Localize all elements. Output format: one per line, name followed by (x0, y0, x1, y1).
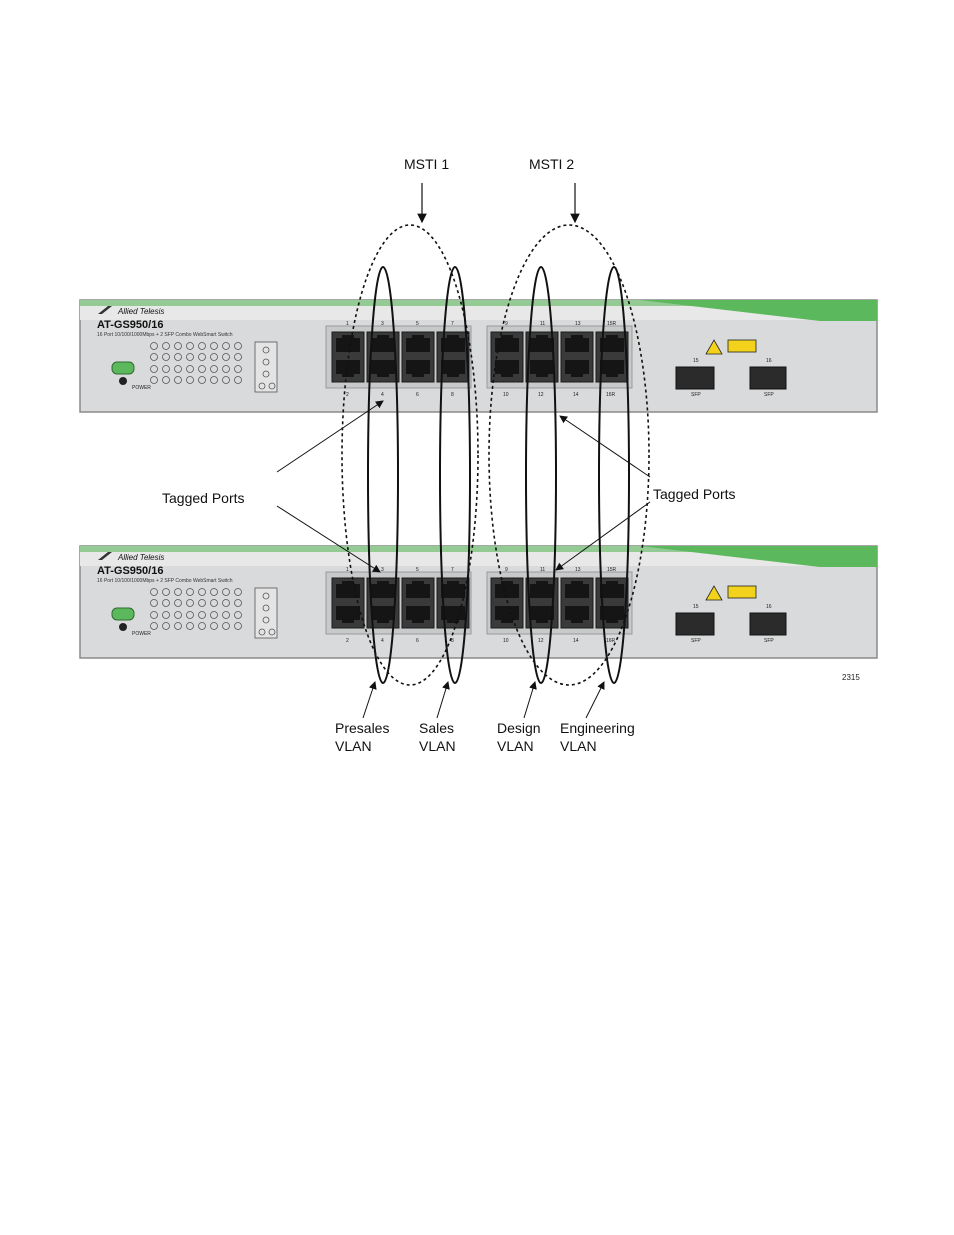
port-number: 16R (606, 392, 616, 398)
port-number: 12 (538, 392, 544, 398)
design-vlan-loop (525, 266, 557, 684)
laser-warning-icon (705, 339, 723, 355)
led-panel (150, 341, 278, 393)
switch-top: Allied Telesis AT-GS950/16 16 Port 10/10… (79, 299, 878, 413)
design-vlan-name: Design (497, 720, 541, 736)
sfp-label: SFP (764, 638, 774, 644)
port-number: 3 (381, 321, 384, 327)
port-number: 4 (381, 638, 384, 644)
port-number: 16R (606, 638, 616, 644)
engineering-vlan-name: Engineering (560, 720, 635, 736)
port-number: 10 (503, 392, 509, 398)
model-name: AT-GS950/16 (97, 565, 163, 577)
led-panel (150, 587, 278, 639)
port-number: 8 (451, 392, 454, 398)
port-number: 15R (607, 567, 617, 573)
port-number: 9 (505, 567, 508, 573)
sfp-number: 16 (766, 358, 772, 364)
port-number: 14 (573, 638, 579, 644)
port-number: 12 (538, 638, 544, 644)
sales-vlan-arrow (436, 681, 450, 719)
sales-vlan-suffix: VLAN (419, 738, 456, 754)
laser-class-label (727, 339, 757, 353)
sfp-label: SFP (764, 392, 774, 398)
sfp-label: SFP (691, 638, 701, 644)
port-number: 2 (346, 392, 349, 398)
design-vlan-suffix: VLAN (497, 738, 534, 754)
sfp-number: 16 (766, 604, 772, 610)
presales-vlan-loop (367, 266, 399, 684)
power-label: POWER (132, 385, 151, 391)
laser-class-label (727, 585, 757, 599)
power-button[interactable] (119, 377, 127, 385)
port-number: 6 (416, 392, 419, 398)
power-label: POWER (132, 631, 151, 637)
msti-1-ellipse (341, 224, 479, 686)
model-subtitle: 16 Port 10/100/1000Mbps + 2 SFP Combo We… (97, 332, 233, 338)
presales-vlan-arrow (362, 681, 377, 719)
port-number: 8 (451, 638, 454, 644)
brand-logo-text: Allied Telesis (117, 307, 164, 316)
sfp-number: 15 (693, 358, 699, 364)
port-number: 7 (451, 567, 454, 573)
port-number: 5 (416, 321, 419, 327)
port-number: 9 (505, 321, 508, 327)
port-number: 14 (573, 392, 579, 398)
presales-vlan-name: Presales (335, 720, 389, 736)
model-subtitle: 16 Port 10/100/1000Mbps + 2 SFP Combo We… (97, 578, 233, 584)
tagged-ports-pointer (559, 415, 651, 478)
msti-2-ellipse (488, 224, 650, 686)
port-number: 11 (540, 567, 545, 573)
sfp-port (749, 612, 787, 636)
port-number: 7 (451, 321, 454, 327)
power-button[interactable] (119, 623, 127, 631)
tagged-ports-pointer (555, 501, 651, 571)
port-number: 15R (607, 321, 617, 327)
sfp-port (675, 612, 715, 636)
tagged-ports-label-left: Tagged Ports (162, 490, 245, 506)
presales-vlan-suffix: VLAN (335, 738, 372, 754)
port-number: 1 (346, 321, 349, 327)
port-number: 6 (416, 638, 419, 644)
port-number: 5 (416, 567, 419, 573)
port-number: 2 (346, 638, 349, 644)
sfp-port (749, 366, 787, 390)
engineering-vlan-arrow (585, 681, 605, 719)
port-number: 11 (540, 321, 545, 327)
sfp-port (675, 366, 715, 390)
engineering-vlan-loop (598, 266, 630, 684)
port-number: 13 (575, 567, 581, 573)
brand-logo-text: Allied Telesis (117, 553, 164, 562)
eco-icon (111, 607, 135, 621)
msti-2-label: MSTI 2 (529, 156, 574, 172)
sales-vlan-name: Sales (419, 720, 454, 736)
msti-1-label: MSTI 1 (404, 156, 449, 172)
engineering-vlan-suffix: VLAN (560, 738, 597, 754)
port-number: 1 (346, 567, 349, 573)
tagged-ports-label-right: Tagged Ports (653, 486, 736, 502)
laser-warning-icon (705, 585, 723, 601)
design-vlan-arrow (523, 681, 537, 719)
model-name: AT-GS950/16 (97, 319, 163, 331)
sfp-label: SFP (691, 392, 701, 398)
figure-number: 2315 (842, 673, 860, 682)
sfp-number: 15 (693, 604, 699, 610)
port-number: 10 (503, 638, 509, 644)
sales-vlan-loop (439, 266, 471, 684)
eco-icon (111, 361, 135, 375)
tagged-ports-pointer (276, 505, 381, 573)
port-number: 3 (381, 567, 384, 573)
port-number: 4 (381, 392, 384, 398)
tagged-ports-pointer (276, 400, 384, 473)
switch-bottom: Allied Telesis AT-GS950/16 16 Port 10/10… (79, 545, 878, 659)
port-number: 13 (575, 321, 581, 327)
